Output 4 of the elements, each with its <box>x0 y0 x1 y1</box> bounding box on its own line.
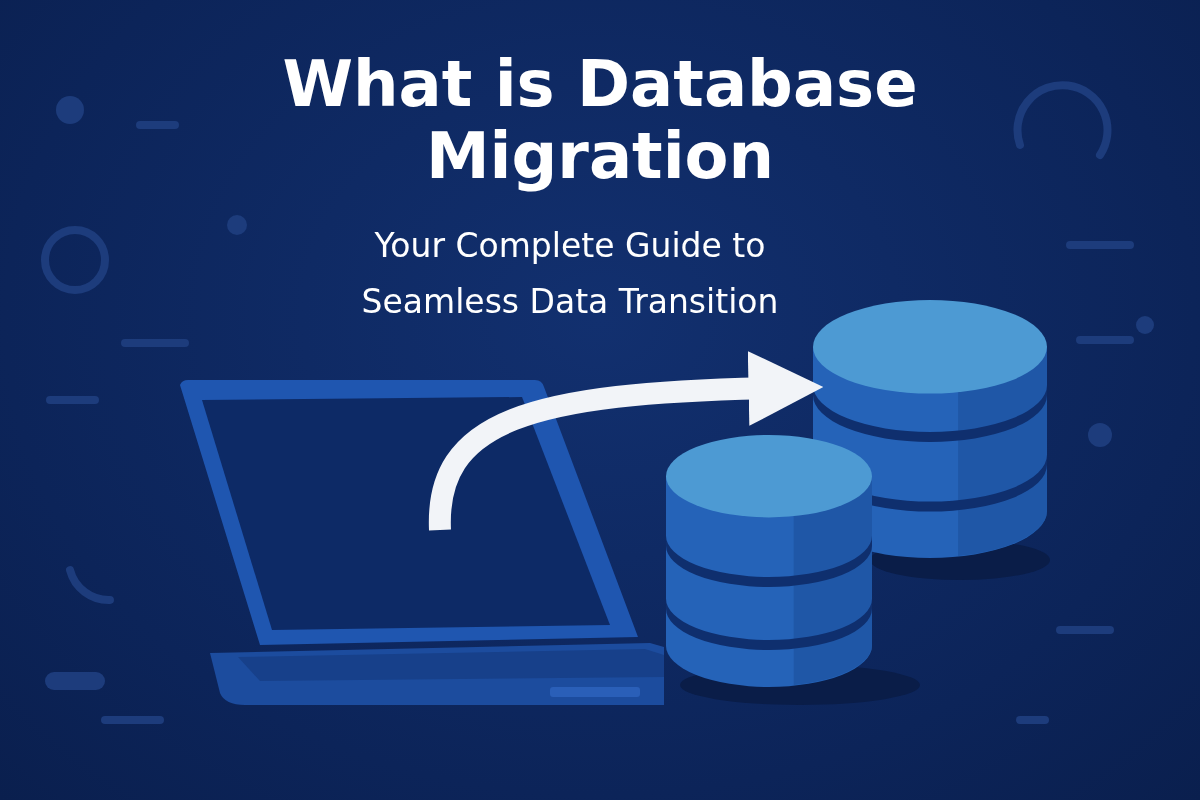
title: What is Database Migration <box>281 48 919 192</box>
curved-arrow <box>429 351 824 531</box>
database-cylinder <box>666 435 872 687</box>
subtitle: Your Complete Guide to Seamless Data Transition <box>360 225 780 323</box>
